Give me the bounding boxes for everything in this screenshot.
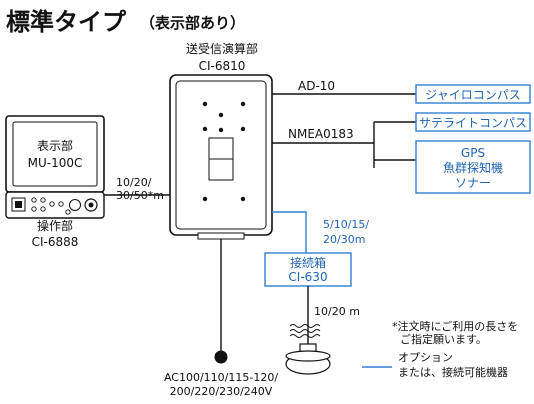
operation-model: CI-6888 <box>32 235 79 249</box>
satellite-compass-box <box>415 112 531 132</box>
display-cable-length-1: 10/20/ <box>116 176 152 189</box>
gps-label: GPS <box>461 146 485 160</box>
junction-cable-length-1: 5/10/15/ <box>323 218 369 231</box>
transducer <box>285 343 331 375</box>
display-unit <box>5 115 105 193</box>
junction-cable-length-2: 20/30m <box>323 233 365 246</box>
satellite-compass-label: サテライトコンパス <box>419 116 527 130</box>
power-spec-1: AC100/110/115-120/ <box>164 371 278 384</box>
order-note-2: ご指定願います。 <box>400 332 487 346</box>
gps-sonar-box <box>415 140 531 194</box>
gyro-compass-label: ジャイロコンパス <box>425 88 520 102</box>
gyro-compass-box <box>415 84 531 104</box>
transducer-cable-length: 10/20 m <box>314 305 360 318</box>
junction-model: CI-630 <box>288 270 327 284</box>
junction-cable <box>272 211 307 253</box>
display-name: 表示部 <box>37 138 73 153</box>
legend-label-2: または、接続可能機器 <box>398 365 508 379</box>
page-title: 標準タイプ <box>6 8 127 36</box>
transceiver-unit <box>169 74 273 240</box>
operation-panel <box>5 191 105 219</box>
order-note-1: *注文時にご利用の長さを <box>392 319 518 333</box>
legend-label-1: オプション <box>398 351 453 364</box>
water-surface <box>289 324 321 338</box>
power-plug <box>214 350 228 364</box>
power-spec-2: 200/220/230/240V <box>170 385 273 398</box>
nmea-label: NMEA0183 <box>288 127 354 141</box>
transceiver-name: 送受信演算部 <box>186 41 258 56</box>
transceiver-model: CI-6810 <box>199 59 246 73</box>
junction-name: 接続箱 <box>290 255 326 270</box>
operation-name: 操作部 <box>37 218 73 233</box>
sonar-label: ソナー <box>455 176 491 190</box>
display-cable-length-2: 30/50*m <box>116 189 164 202</box>
fish-finder-label: 魚群探知機 <box>443 160 503 175</box>
ad10-label: AD-10 <box>298 79 335 93</box>
page-subtitle: （表示部あり） <box>140 14 245 32</box>
display-model: MU-100C <box>28 156 83 170</box>
junction-box <box>264 252 352 287</box>
